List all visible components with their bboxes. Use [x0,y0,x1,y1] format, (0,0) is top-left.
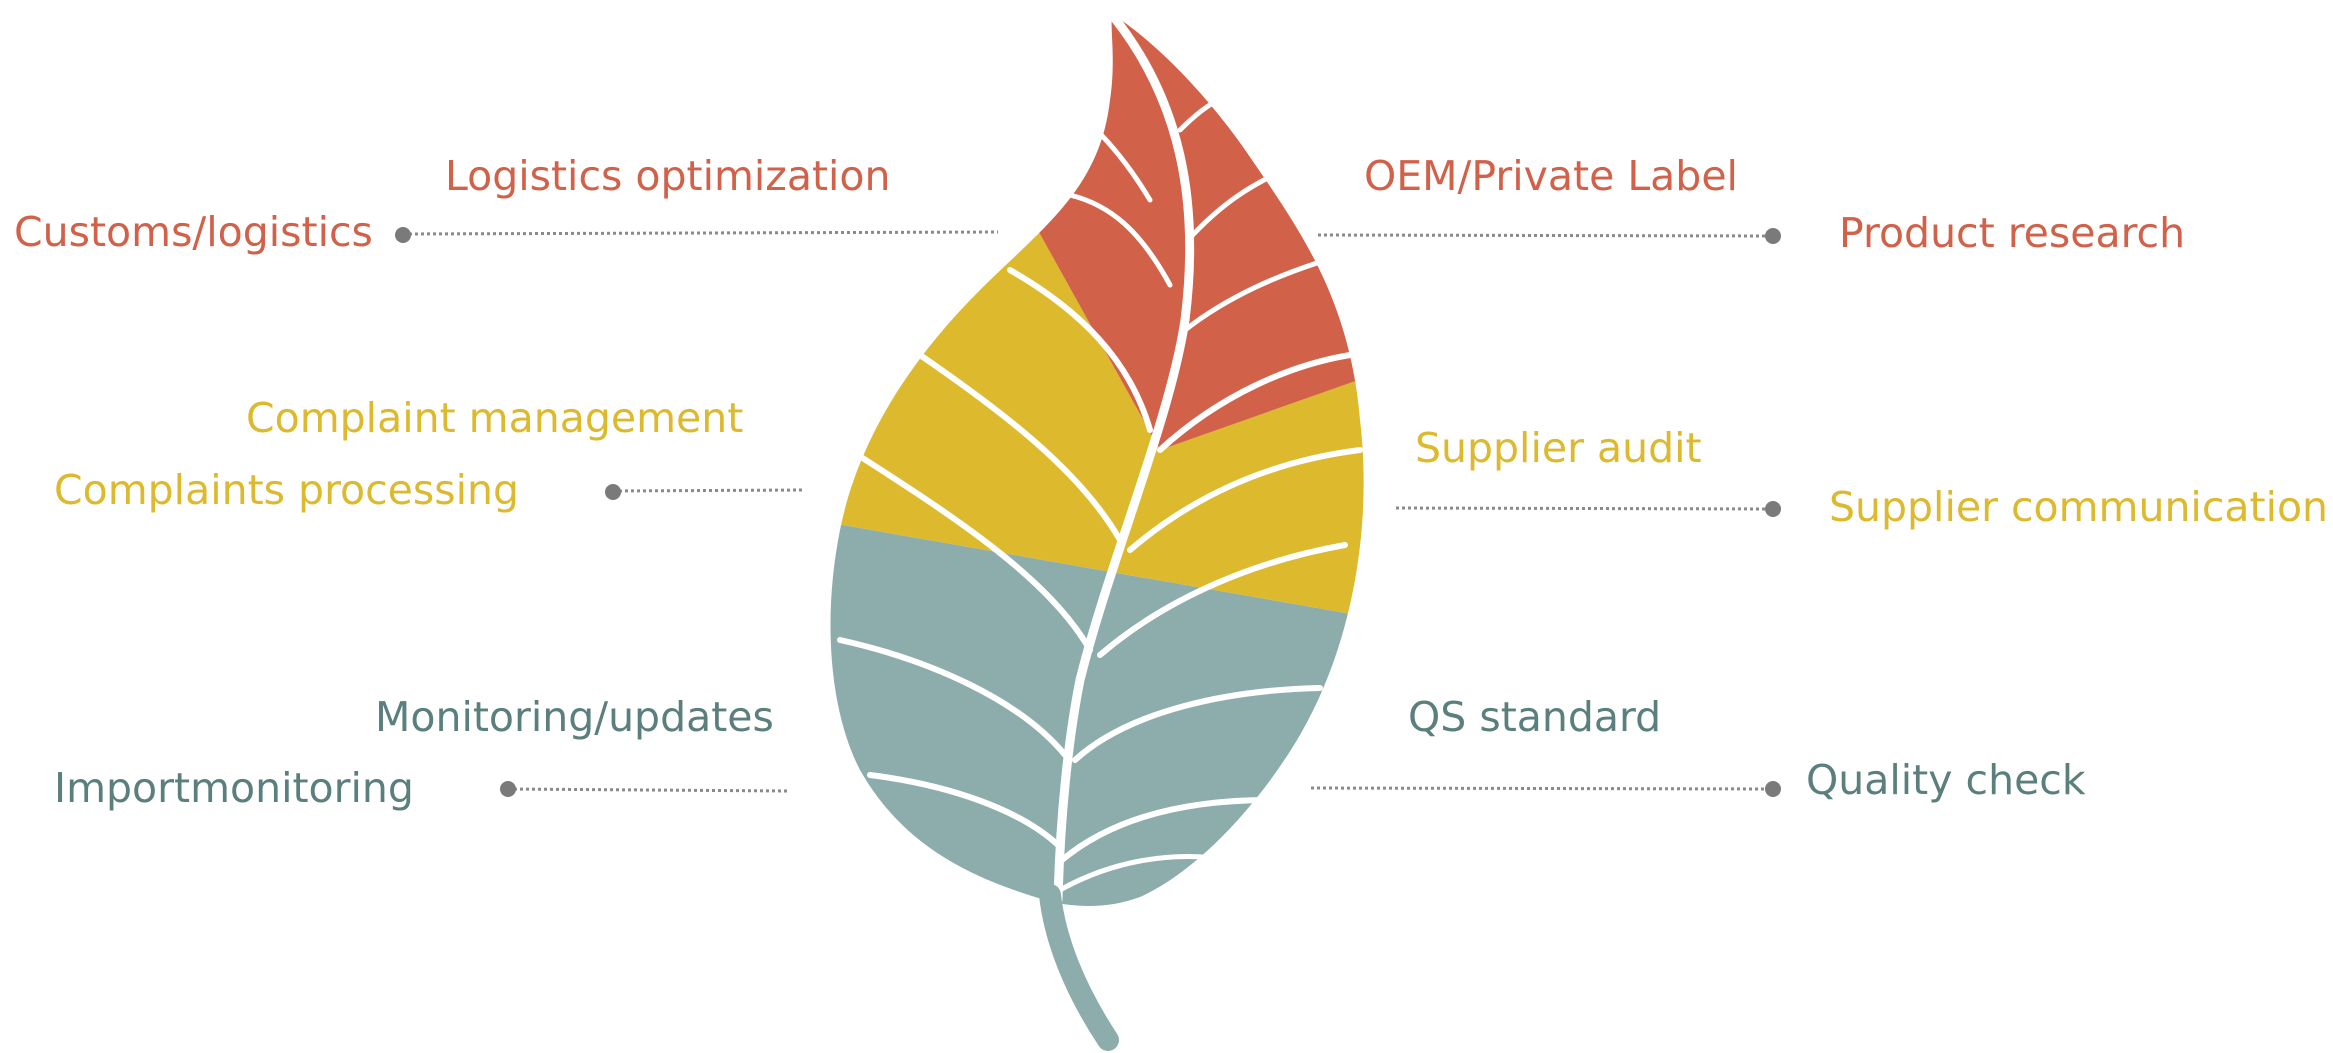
leader-line-bottom-right [1310,786,1774,791]
bottom-left-item: Importmonitoring [54,764,414,812]
leader-dot-top-left [395,227,411,243]
middle-right-item: Supplier communication [1829,483,2329,531]
middle-left-item: Complaints processing [54,466,519,514]
leaf-vein [1007,267,1153,433]
leader-line-middle-right [1395,506,1774,511]
leaf-vein [1177,92,1233,133]
leader-line-bottom-left [507,787,788,793]
leaf-vein [1185,167,1288,243]
bottom-left-title: Monitoring/updates [375,693,774,741]
leader-lines [395,227,1781,797]
leader-dot-bottom-left [500,781,516,797]
top-right-item: Product research [1839,209,2186,257]
leaf-stem [1039,884,1119,1051]
leaf-veins [837,11,1363,905]
leader-dot-bottom-right [1765,781,1781,797]
top-left-item: Customs/logistics [14,208,373,256]
leaf-vein [1057,97,1153,203]
leader-line-top-left [402,230,999,236]
leaf-vein [1057,854,1233,893]
leaf-vein [1127,447,1363,553]
leader-dot-top-right [1765,228,1781,244]
middle-right-title: Supplier audit [1415,424,1702,472]
leaf-band-teal [830,500,1364,906]
bottom-right-item: Quality check [1806,756,2086,804]
leaf-vein [847,447,1093,653]
middle-left-title: Complaint management [246,394,744,442]
bottom-right-title: QS standard [1408,693,1662,741]
leaf-vein [1067,192,1173,288]
leader-line-top-right [1317,233,1773,238]
top-right-title: OEM/Private Label [1364,152,1738,200]
top-left-title: Logistics optimization [445,152,891,200]
leaf-bands [830,14,1364,906]
leaf-vein [917,352,1123,543]
leaf-midrib [1053,11,1195,905]
leader-dot-middle-left [605,484,621,500]
leaf-vein [1059,797,1273,863]
leader-dot-middle-right [1765,501,1781,517]
leaf-vein [837,637,1068,758]
leaf-vein [1072,685,1323,763]
leaf-vein [1097,542,1348,658]
leaf-vein [867,772,1061,848]
leaf-vein [1157,352,1353,453]
leader-line-middle-left [612,488,803,493]
leaf-vein [1182,259,1323,333]
